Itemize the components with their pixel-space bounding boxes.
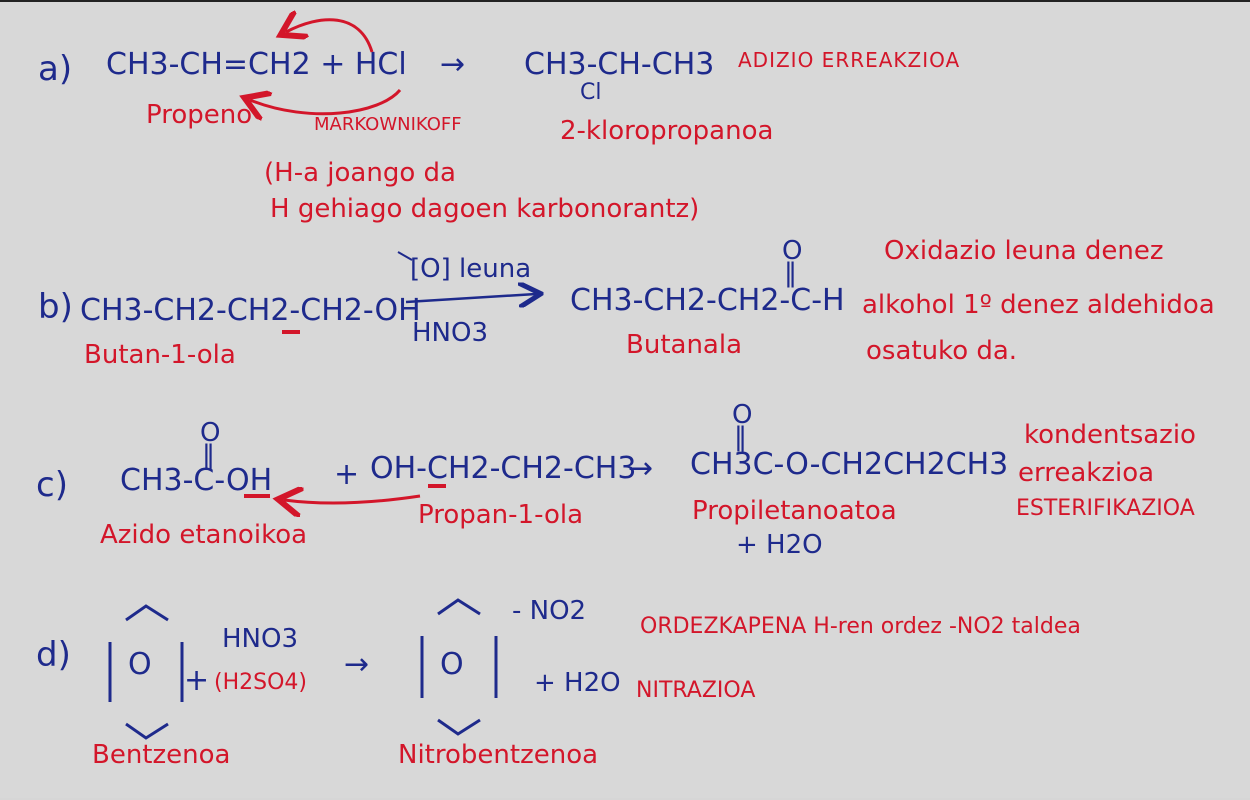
section-c-ester-name: Propiletanoatoa: [692, 496, 897, 526]
section-c-label: c): [36, 465, 68, 505]
section-c-note-1: kondentsazio: [1024, 420, 1196, 450]
section-d-arrow: →: [344, 647, 370, 682]
section-a-note-2: H gehiago dagoen karbonorantz): [270, 194, 700, 224]
section-a-reactant-name: Propeno: [146, 100, 253, 130]
section-a-product-substituent: Cl: [580, 80, 602, 105]
section-b-note-3: osatuko da.: [866, 336, 1018, 366]
markownikoff-bottom-arrow: [250, 88, 402, 114]
section-b-label: b): [38, 287, 73, 327]
section-a-product-name: 2-kloropropanoa: [560, 116, 774, 146]
section-a-product: CH3-CH-CH3: [524, 47, 715, 82]
section-d-note-1: ORDEZKAPENA H-ren ordez -NO2 taldea: [640, 614, 1081, 639]
section-c-red-arrow: [284, 496, 421, 503]
section-b-note-1: Oxidazio leuna denez: [884, 236, 1164, 266]
section-a-note-1: (H-a joango da: [264, 158, 456, 188]
section-b-dash: [397, 251, 413, 261]
section-d-water: + H2O: [534, 668, 621, 698]
nitrobenzene-ring-center: O: [440, 647, 464, 682]
section-c-water: + H2O: [736, 530, 823, 560]
section-c-note-3: ESTERIFIKAZIOA: [1016, 496, 1195, 521]
section-d-reagent: HNO3: [222, 624, 299, 654]
section-a-label: a): [38, 49, 73, 89]
section-d-substituent: - NO2: [512, 596, 587, 626]
section-d-product-name: Nitrobentzenoa: [398, 740, 599, 770]
section-b-note-2: alkohol 1º denez aldehidoa: [862, 290, 1215, 320]
section-c-alcohol: OH-CH2-CH2-CH3: [370, 451, 637, 486]
section-d-catalyst: (H2SO4): [214, 670, 307, 695]
section-c-acid-oxygen: O: [200, 418, 221, 448]
section-b-arrow-bottom: HNO3: [412, 318, 489, 348]
markownikoff-top-arrow: [286, 20, 374, 53]
benzene-ring: [108, 604, 184, 740]
section-c-acid-name: Azido etanoikoa: [100, 520, 308, 550]
section-d-plus: +: [184, 663, 210, 698]
benzene-ring-center: O: [128, 647, 152, 682]
nitrobenzene-ring: [420, 598, 498, 736]
section-b-reactant-name: Butan-1-ola: [84, 340, 236, 370]
section-b-product: CH3-CH2-CH2-C-H: [570, 283, 845, 318]
section-c-ester-bond: ‖: [734, 422, 747, 452]
section-b-product-name: Butanala: [626, 330, 743, 360]
section-c-acid: CH3-C-OH: [120, 463, 273, 498]
section-a-reactant: CH3-CH=CH2 + HCl: [106, 47, 407, 82]
section-c-ester: CH3C-O-CH2CH2CH3: [690, 447, 1009, 482]
section-b-arrow-top: [O] leuna: [410, 254, 532, 284]
section-a-rule: MARKOWNIKOFF: [314, 114, 462, 135]
section-c-acid-bond: ‖: [202, 440, 215, 470]
section-d-reactant-name: Bentzenoa: [92, 740, 231, 770]
section-c-note-2: erreakzioa: [1018, 458, 1155, 488]
section-d-note-2: NITRAZIOA: [636, 678, 756, 703]
section-b-carbonyl-bond: ‖: [784, 258, 797, 288]
section-a-title: ADIZIO ERREAKZIOA: [738, 48, 961, 72]
section-b-reactant: CH3-CH2-CH2-CH2-OH: [80, 293, 421, 328]
section-b-carbonyl-oxygen: O: [782, 236, 803, 266]
section-c-arrow: →: [628, 451, 654, 486]
section-c-plus: +: [334, 457, 360, 492]
section-c-ester-oxygen: O: [732, 400, 753, 430]
section-d-label: d): [36, 635, 71, 675]
section-b-reaction-arrow: [405, 294, 536, 302]
section-c-alcohol-name: Propan-1-ola: [418, 500, 584, 530]
section-a-arrow: →: [440, 47, 466, 82]
